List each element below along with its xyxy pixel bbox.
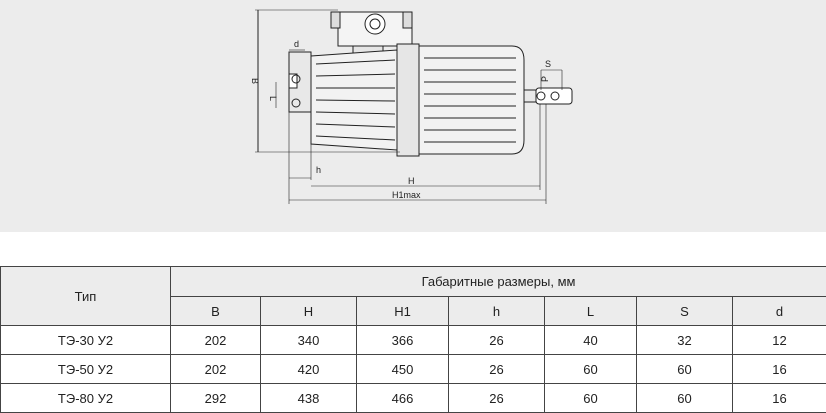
label-S: S bbox=[545, 59, 551, 69]
label-H1max: H1max bbox=[392, 190, 421, 200]
table-row: ТЭ-30 У2 202 340 366 26 40 32 12 bbox=[1, 326, 826, 355]
value-cell: 16 bbox=[733, 355, 826, 384]
value-cell: 292 bbox=[171, 384, 261, 413]
value-cell: 16 bbox=[733, 384, 826, 413]
value-cell: 32 bbox=[637, 326, 733, 355]
value-cell: 202 bbox=[171, 355, 261, 384]
value-cell: 26 bbox=[449, 355, 545, 384]
value-cell: 40 bbox=[545, 326, 637, 355]
type-cell: ТЭ-30 У2 bbox=[1, 326, 171, 355]
column-header: H1 bbox=[357, 297, 449, 326]
value-cell: 60 bbox=[637, 355, 733, 384]
type-column-header: Тип bbox=[1, 267, 171, 326]
label-P: P bbox=[540, 76, 550, 82]
column-header: L bbox=[545, 297, 637, 326]
dimensions-group-header: Габаритные размеры, мм bbox=[171, 267, 826, 297]
column-header: H bbox=[261, 297, 357, 326]
column-header: d bbox=[733, 297, 826, 326]
dimensions-table: Тип Габаритные размеры, мм B H H1 h L S … bbox=[0, 266, 826, 413]
label-d: d bbox=[294, 39, 299, 49]
value-cell: 12 bbox=[733, 326, 826, 355]
value-cell: 450 bbox=[357, 355, 449, 384]
column-header: S bbox=[637, 297, 733, 326]
value-cell: 26 bbox=[449, 384, 545, 413]
value-cell: 26 bbox=[449, 326, 545, 355]
label-L: L bbox=[268, 96, 278, 101]
housing-right bbox=[419, 46, 524, 154]
push-rod-eye bbox=[536, 88, 572, 104]
table-row: ТЭ-50 У2 202 420 450 26 60 60 16 bbox=[1, 355, 826, 384]
value-cell: 60 bbox=[545, 384, 637, 413]
value-cell: 202 bbox=[171, 326, 261, 355]
column-header: h bbox=[449, 297, 545, 326]
value-cell: 60 bbox=[637, 384, 733, 413]
table-row: ТЭ-80 У2 292 438 466 26 60 60 16 bbox=[1, 384, 826, 413]
value-cell: 438 bbox=[261, 384, 357, 413]
value-cell: 420 bbox=[261, 355, 357, 384]
value-cell: 60 bbox=[545, 355, 637, 384]
label-h: h bbox=[316, 165, 321, 175]
center-flange bbox=[397, 44, 419, 156]
type-cell: ТЭ-80 У2 bbox=[1, 384, 171, 413]
label-H: H bbox=[408, 176, 415, 186]
value-cell: 340 bbox=[261, 326, 357, 355]
value-cell: 466 bbox=[357, 384, 449, 413]
thruster-drawing: B d L h H H1max S P bbox=[0, 0, 826, 232]
header-row-1: Тип Габаритные размеры, мм bbox=[1, 267, 826, 297]
type-cell: ТЭ-50 У2 bbox=[1, 355, 171, 384]
value-cell: 366 bbox=[357, 326, 449, 355]
technical-drawing-panel: B d L h H H1max S P bbox=[0, 0, 826, 232]
column-header: B bbox=[171, 297, 261, 326]
label-B: B bbox=[250, 78, 260, 84]
